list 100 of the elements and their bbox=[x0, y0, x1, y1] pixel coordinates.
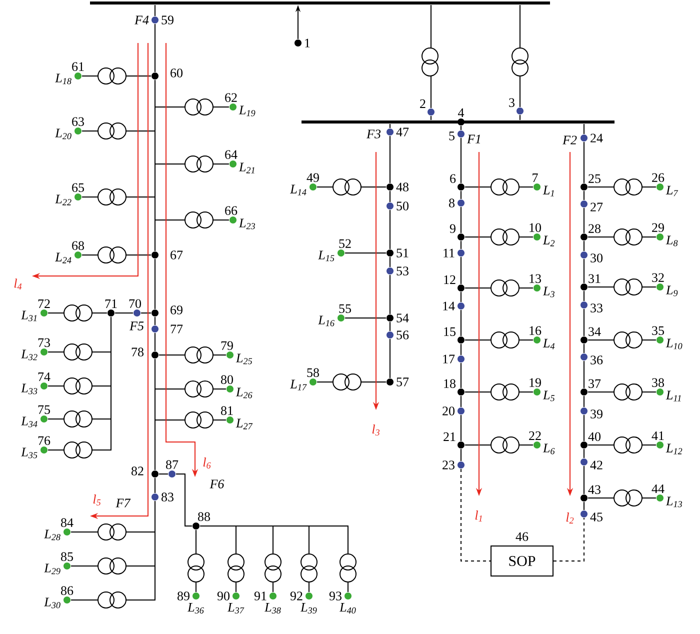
node-number: 82 bbox=[132, 466, 144, 476]
element-label: L$_{30}$ bbox=[44, 598, 60, 608]
element-label: L$_{20}$ bbox=[55, 128, 72, 140]
element-label: L$_{15}$ bbox=[318, 250, 334, 262]
feeder-line bbox=[460, 344, 462, 356]
element-label: L$_{23}$ bbox=[238, 218, 256, 230]
node-number: 92 bbox=[290, 592, 302, 600]
element-label: L$_{24}$ bbox=[55, 252, 72, 264]
path-label: l$_{4}$ bbox=[14, 278, 22, 290]
node-number: 71 bbox=[105, 299, 117, 308]
node-number: 72 bbox=[38, 299, 50, 308]
node-number: 16 bbox=[530, 326, 542, 335]
node-number: 20 bbox=[442, 406, 455, 416]
element-label: L$_{17}$ bbox=[290, 380, 307, 390]
node-number: 19 bbox=[530, 378, 541, 387]
element-label: F1 bbox=[466, 134, 480, 144]
element-label: L$_{12}$ bbox=[666, 444, 682, 454]
node-number: 86 bbox=[61, 586, 74, 595]
node-number: 59 bbox=[162, 16, 174, 24]
node-number: 9 bbox=[450, 224, 456, 233]
feeder-line bbox=[154, 316, 156, 326]
element-label: L$_{31}$ bbox=[21, 310, 37, 322]
node-number: 10 bbox=[530, 223, 542, 232]
feeder-line bbox=[154, 80, 156, 252]
node-number: 89 bbox=[178, 592, 190, 600]
element-label: L$_{25}$ bbox=[236, 354, 252, 364]
node-number: 1 bbox=[305, 38, 310, 48]
feeder-line bbox=[460, 256, 462, 284]
node-number: 45 bbox=[590, 512, 602, 522]
node-number: 28 bbox=[588, 224, 601, 233]
node-number: 64 bbox=[225, 150, 238, 159]
node-number: 53 bbox=[396, 266, 408, 276]
node-number: 27 bbox=[590, 202, 603, 212]
node-number: 50 bbox=[396, 202, 409, 210]
node-number: 79 bbox=[221, 341, 233, 350]
element-label: F5 bbox=[130, 322, 144, 330]
element-label: L$_{10}$ bbox=[666, 338, 682, 350]
node-number: 42 bbox=[590, 460, 602, 470]
node-number: 12 bbox=[444, 275, 456, 284]
node-number: 83 bbox=[162, 492, 174, 502]
node-number: 30 bbox=[590, 254, 603, 262]
element-label: L$_{14}$ bbox=[290, 184, 306, 196]
feeder-line bbox=[140, 312, 152, 314]
feeder-line bbox=[154, 258, 156, 310]
element-label: L$_{38}$ bbox=[264, 603, 281, 614]
feeder-line bbox=[460, 396, 462, 408]
node-number: 78 bbox=[132, 348, 144, 356]
node-number: 85 bbox=[61, 552, 73, 561]
node-number: 40 bbox=[588, 432, 601, 441]
node-number: 67 bbox=[170, 250, 183, 260]
node-number: 91 bbox=[254, 592, 266, 600]
node-number: 37 bbox=[588, 379, 601, 388]
element-label: L$_{39}$ bbox=[300, 603, 317, 614]
element-label: L$_{35}$ bbox=[21, 448, 38, 458]
node-number: 55 bbox=[339, 304, 351, 313]
node-number: 13 bbox=[530, 274, 541, 283]
node-number: 31 bbox=[588, 274, 600, 283]
element-label: L$_{21}$ bbox=[238, 162, 254, 174]
node-number: 47 bbox=[396, 128, 409, 136]
node-number: 35 bbox=[652, 326, 664, 335]
node-number: 7 bbox=[532, 173, 538, 182]
node-number: 36 bbox=[590, 356, 603, 364]
element-label: L$_{5}$ bbox=[542, 390, 555, 402]
element-label: L$_{32}$ bbox=[21, 350, 38, 360]
node-number: 33 bbox=[590, 304, 602, 312]
node-number: 66 bbox=[225, 206, 238, 215]
element-label: L$_{11}$ bbox=[666, 390, 681, 402]
node-number: 49 bbox=[306, 173, 319, 182]
element-label: L$_{3}$ bbox=[542, 286, 554, 298]
node-number: 32 bbox=[652, 273, 664, 282]
element-label: L$_{9}$ bbox=[666, 286, 678, 296]
element-label: F6 bbox=[210, 480, 224, 488]
element-label: F4 bbox=[134, 16, 149, 24]
node-number: 61 bbox=[72, 62, 84, 71]
node-number: 68 bbox=[72, 241, 84, 250]
element-label: L$_{26}$ bbox=[236, 388, 252, 398]
node-number: 46 bbox=[516, 532, 528, 541]
node-number: 76 bbox=[38, 436, 50, 445]
node-number: 15 bbox=[444, 327, 456, 336]
node-number: 88 bbox=[198, 512, 210, 521]
node-number: 69 bbox=[170, 306, 182, 314]
node-number: 6 bbox=[450, 174, 456, 183]
feeder-line bbox=[154, 332, 156, 352]
feeder-line bbox=[344, 252, 386, 254]
node-number: 26 bbox=[652, 173, 664, 182]
node-number: 57 bbox=[396, 378, 409, 386]
feeder-line bbox=[176, 474, 192, 526]
node-number: 18 bbox=[444, 379, 456, 388]
node-number: 43 bbox=[588, 485, 600, 494]
element-label: L$_{40}$ bbox=[339, 603, 356, 614]
node-number: 5 bbox=[449, 132, 454, 140]
path-label: l$_{1}$ bbox=[475, 510, 482, 522]
node-number: 24 bbox=[590, 134, 603, 142]
node-number: 25 bbox=[588, 174, 600, 183]
element-label: L$_{28}$ bbox=[44, 530, 60, 540]
element-label: L$_{8}$ bbox=[666, 236, 678, 246]
path-label: l$_{2}$ bbox=[566, 512, 574, 524]
element-label: L$_{1}$ bbox=[542, 186, 554, 196]
node-number: 52 bbox=[339, 239, 351, 248]
feeder-line bbox=[154, 24, 156, 72]
